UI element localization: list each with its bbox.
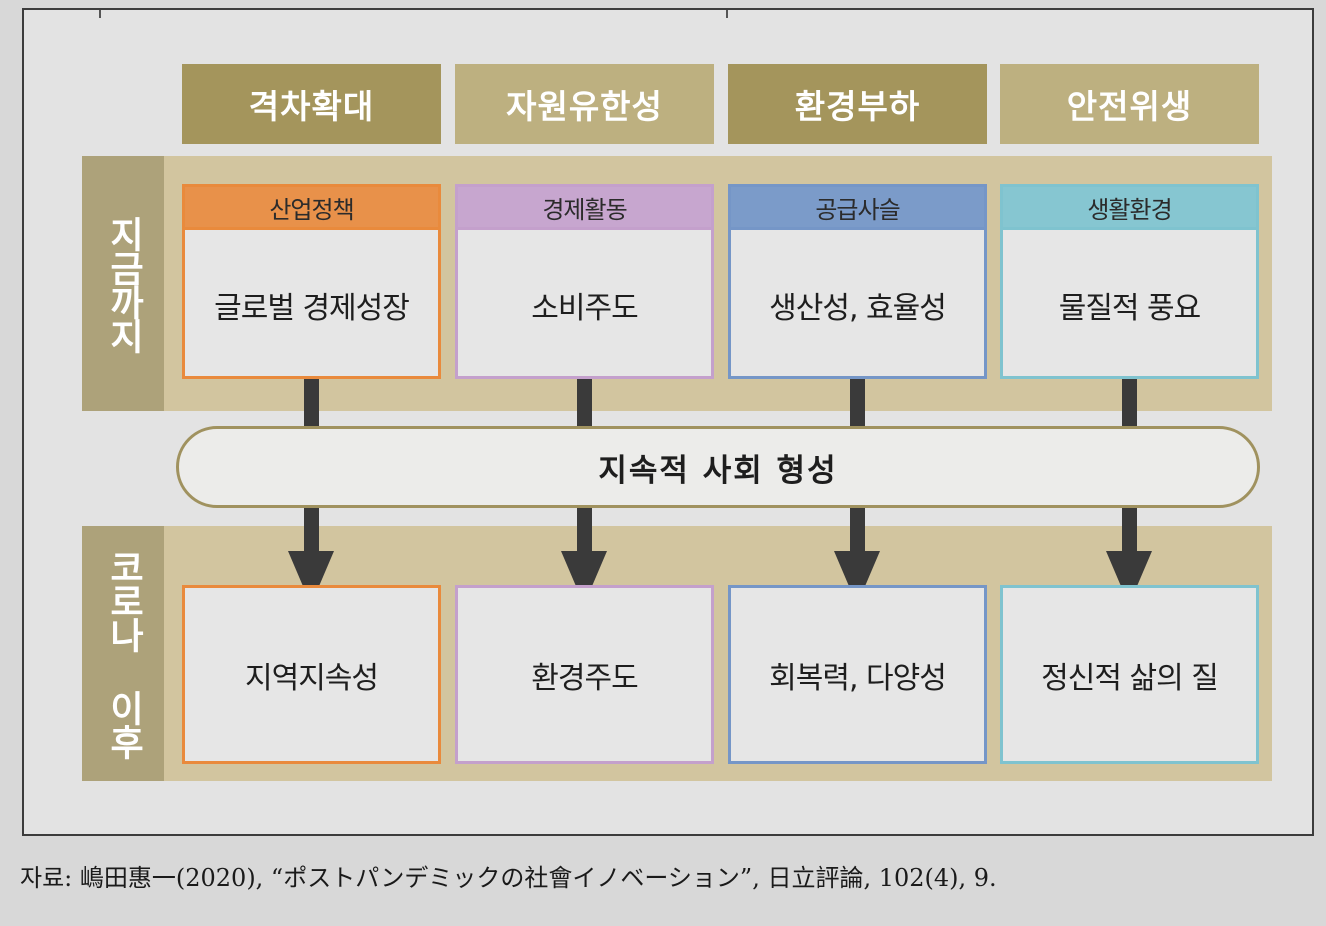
header-environmental-load: 환경부하	[728, 64, 987, 144]
header-resource-limits: 자원유한성	[455, 64, 714, 144]
connector-stem	[304, 379, 319, 426]
card-mental-quality-of-life: 정신적 삶의 질	[1000, 585, 1259, 764]
sustainable-society-pill: 지속적 사회 형성	[176, 426, 1260, 508]
card-body: 생산성, 효율성	[769, 290, 947, 326]
connector-stem	[1122, 379, 1137, 426]
card-body: 글로벌 경제성장	[214, 290, 410, 326]
card-resilience-diversity: 회복력, 다양성	[728, 585, 987, 764]
arrow-stem	[304, 508, 319, 553]
card-living-environment: 생활환경 물질적 풍요	[1000, 184, 1259, 379]
arrow-stem	[577, 508, 592, 553]
card-body: 물질적 풍요	[1058, 290, 1202, 326]
frame-tick	[726, 10, 728, 18]
side-label-post-corona: 코로나 이후	[82, 526, 164, 781]
source-citation: 자료: 嶋田惠一(2020), “ポストパンデミックの社會イノベーション”, 日…	[20, 864, 997, 892]
arrow-stem	[850, 508, 865, 553]
card-caption: 경제활동	[458, 187, 711, 230]
card-body: 소비주도	[531, 290, 638, 326]
card-caption: 공급사슬	[731, 187, 984, 230]
connector-stem	[577, 379, 592, 426]
connector-stem	[850, 379, 865, 426]
side-label-post-corona-text: 코로나 이후	[103, 549, 144, 758]
side-label-until-now: 지금까지	[82, 156, 164, 411]
card-environment-led: 환경주도	[455, 585, 714, 764]
card-industrial-policy: 산업정책 글로벌 경제성장	[182, 184, 441, 379]
header-gap-widening: 격차확대	[182, 64, 441, 144]
card-economic-activity: 경제활동 소비주도	[455, 184, 714, 379]
arrow-stem	[1122, 508, 1137, 553]
frame-tick	[99, 10, 101, 18]
side-label-until-now-text: 지금까지	[103, 215, 144, 352]
card-caption: 생활환경	[1003, 187, 1256, 230]
header-safety-hygiene: 안전위생	[1000, 64, 1259, 144]
card-regional-sustainability: 지역지속성	[182, 585, 441, 764]
card-caption: 산업정책	[185, 187, 438, 230]
card-supply-chain: 공급사슬 생산성, 효율성	[728, 184, 987, 379]
